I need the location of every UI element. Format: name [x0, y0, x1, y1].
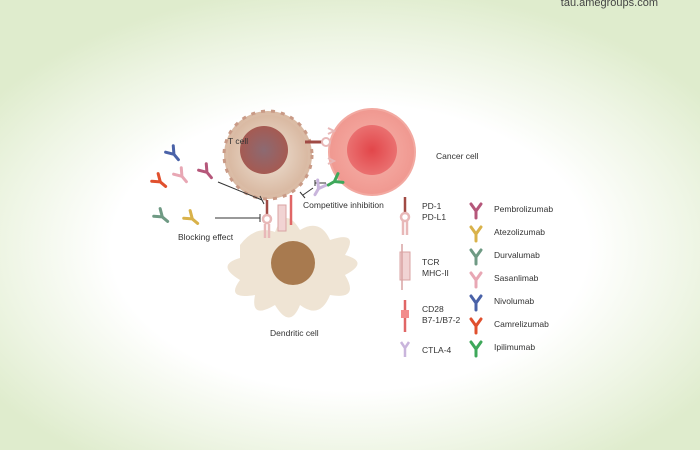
- antibody-legend-item: Pembrolizumab: [494, 204, 554, 214]
- pd1-pdl1-interaction: [305, 137, 331, 147]
- antibody-legend-icons: [469, 202, 483, 358]
- t-cell: [222, 109, 314, 201]
- receptor-legend-ctla4: CTLA-4: [422, 345, 451, 356]
- dendritic-cell-label: Dendritic cell: [270, 328, 319, 338]
- competitive-inhibition-label: Competitive inhibition: [303, 200, 384, 210]
- dendritic-cell: [227, 217, 358, 318]
- antibody-legend-item: Ipilimumab: [494, 342, 536, 352]
- receptor-name: CD28: [422, 304, 444, 314]
- dendritic-nucleus: [271, 241, 315, 285]
- antibody-legend-item: Nivolumab: [494, 296, 535, 306]
- antibody-legend-item: Sasanlimab: [494, 273, 539, 283]
- blocking-effect-label: Blocking effect: [178, 232, 234, 242]
- ligand-name: B7-1/B7-2: [422, 315, 461, 325]
- t-cell-label: T cell: [228, 136, 249, 146]
- receptor-name: PD-1: [422, 201, 442, 211]
- receptor-name: TCR: [422, 257, 440, 267]
- receptor-name: CTLA-4: [422, 345, 452, 355]
- inhibition-arrows: [215, 180, 326, 222]
- antibody-legend-item: Durvalumab: [494, 250, 540, 260]
- watermark: tau.amegroups.com: [560, 0, 658, 9]
- cancer-cell-label: Cancer cell: [436, 151, 479, 161]
- receptor-legend-icons: [399, 197, 411, 357]
- antibody-legend-item: Atezolizumab: [494, 227, 546, 237]
- synapse-receptors: [261, 195, 293, 238]
- ligand-name: MHC-II: [422, 268, 449, 278]
- antibody-legend-item: Camrelizumab: [494, 319, 549, 329]
- cancer-cell: [328, 108, 416, 196]
- ligand-name: PD-L1: [422, 212, 447, 222]
